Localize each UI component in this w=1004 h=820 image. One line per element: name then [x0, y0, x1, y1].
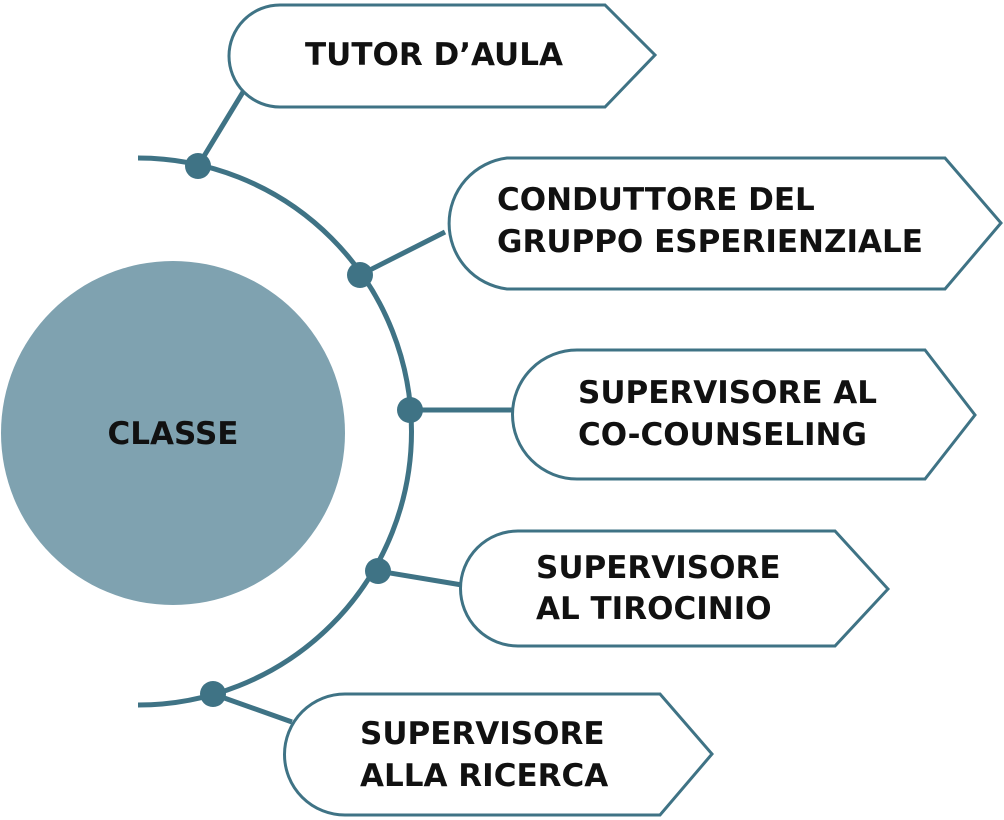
center-label: CLASSE — [108, 416, 239, 452]
role-box-conduttore — [447, 156, 1003, 291]
role-label-conduttore-line1: CONDUTTORE DEL — [497, 182, 815, 218]
connector-line-conduttore — [358, 229, 447, 278]
role-label-ricerca-line2: ALLA RICERCA — [360, 758, 608, 794]
connector-line-tutor — [195, 90, 246, 168]
connector-dot-tirocinio — [365, 558, 391, 584]
connector-line-tirocinio — [377, 568, 463, 588]
role-label-tutor: TUTOR D’AULA — [305, 37, 563, 73]
connector-arc — [137, 155, 414, 708]
center-circle — [1, 261, 345, 605]
connector-dot-conduttore — [347, 262, 373, 288]
role-label-ricerca-line1: SUPERVISORE — [360, 716, 605, 752]
role-box-co-counseling — [511, 348, 977, 481]
role-label-co-counseling-line2: CO-COUNSELING — [578, 417, 867, 453]
role-box-tirocinio — [459, 529, 891, 648]
role-label-tirocinio-line1: SUPERVISORE — [536, 550, 781, 586]
connector-dot-tutor — [185, 153, 211, 179]
connector-line-ricerca — [212, 691, 293, 725]
connector-dot-ricerca — [200, 681, 226, 707]
role-label-conduttore-line2: GRUPPO ESPERIENZIALE — [497, 224, 923, 260]
role-box-tutor — [227, 3, 658, 109]
role-box-ricerca — [283, 692, 714, 817]
role-label-tirocinio-line2: AL TIROCINIO — [536, 591, 772, 627]
connector-dot-co-counseling — [397, 397, 423, 423]
role-label-co-counseling-line1: SUPERVISORE AL — [578, 375, 877, 411]
